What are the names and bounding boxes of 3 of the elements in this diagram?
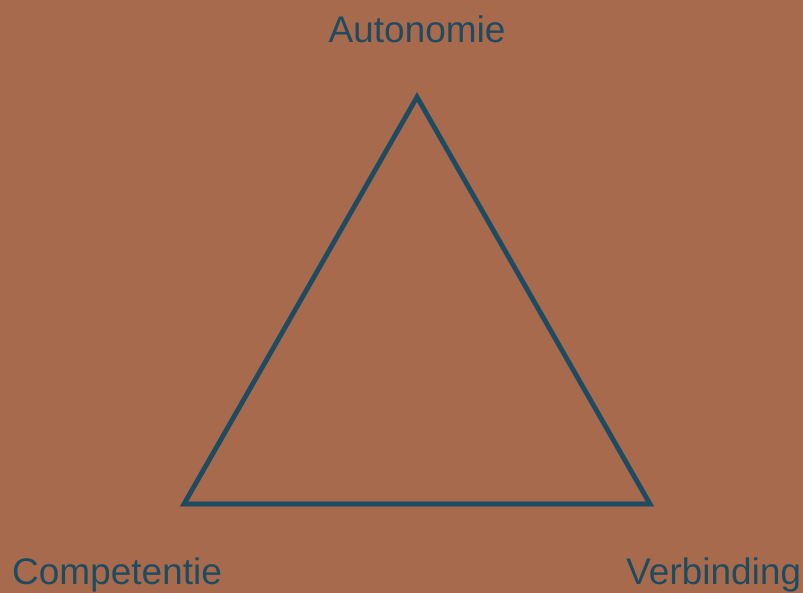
corner-label: Autonomie <box>328 8 506 52</box>
corner-label: Verbinding <box>626 550 801 593</box>
corner-label: Competentie <box>12 550 222 593</box>
